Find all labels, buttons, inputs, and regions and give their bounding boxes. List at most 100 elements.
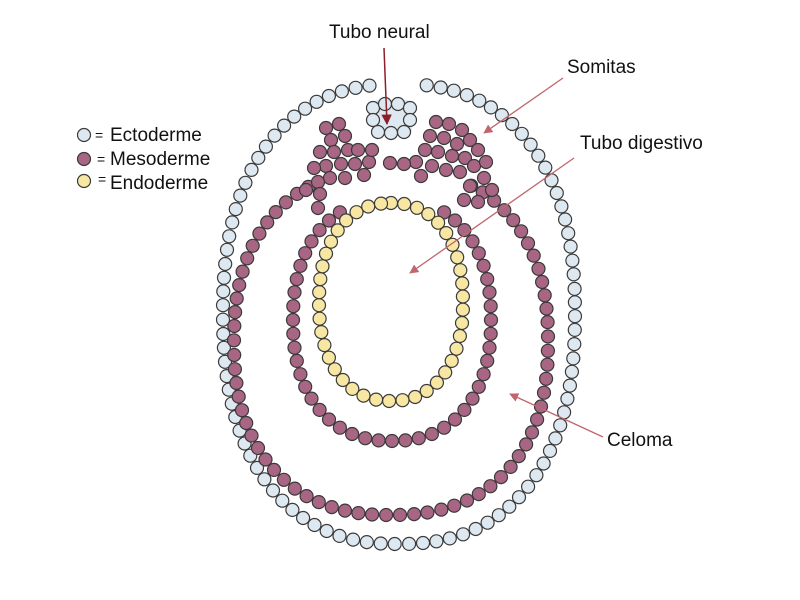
mesoderm-cell <box>226 333 242 348</box>
mesoderm-cell <box>529 412 545 427</box>
ectoderm-cell <box>387 536 402 552</box>
legend-item-ectoderm: = Ectoderme <box>76 125 202 146</box>
mesoderm-cell <box>483 312 499 328</box>
mesoderm-cell <box>437 420 452 435</box>
ectoderm-cell <box>267 128 282 143</box>
mesoderm-cell <box>276 472 291 487</box>
ectoderm-cell <box>346 532 361 547</box>
mesoderm-cell <box>234 403 250 418</box>
somite-cell <box>310 200 326 216</box>
ectoderm-cell <box>554 199 569 214</box>
ectoderm-cell <box>216 326 231 342</box>
label-coelom: Celoma <box>607 430 673 451</box>
ectoderm-cell <box>277 118 292 133</box>
endoderm-cell <box>323 234 339 249</box>
mesoderm-cell <box>482 285 497 300</box>
mesoderm-cell <box>311 495 326 510</box>
ectoderm-layer <box>215 78 583 552</box>
mesoderm-cell <box>268 205 283 220</box>
mesoderm-cell <box>540 329 556 344</box>
endoderm-cell <box>361 199 376 214</box>
somite-cell <box>462 178 478 194</box>
somite-cell <box>364 142 380 158</box>
somite-cell <box>457 150 473 166</box>
mesoderm-cell <box>235 264 250 279</box>
ectoderm-cell <box>216 340 231 355</box>
ectoderm-cell <box>429 534 444 549</box>
mesoderm-cell <box>321 412 337 427</box>
mesoderm-cell <box>266 462 282 477</box>
mesoderm-cell <box>239 415 254 431</box>
mesoderm-cell <box>447 412 463 427</box>
mesoderm-cell <box>345 426 360 442</box>
ectoderm-cell <box>249 460 265 475</box>
ectoderm-cell <box>219 242 235 257</box>
ectoderm-cell <box>309 94 324 109</box>
endoderm-cell <box>317 338 332 353</box>
mesoderm-cell <box>240 251 255 266</box>
endoderm-cell <box>318 246 334 261</box>
endoderm-cell <box>330 223 345 238</box>
mesoderm-cell <box>293 258 308 273</box>
mesoderm-cell <box>407 506 422 522</box>
endoderm-cell <box>382 393 397 409</box>
mesoderm-cell <box>258 452 273 467</box>
somite-cell <box>396 156 412 172</box>
ectoderm-cell <box>480 515 495 530</box>
mesoderm-inner-layer <box>285 205 499 449</box>
endoderm-cell <box>455 302 470 317</box>
endoderm-cell <box>444 353 459 368</box>
neural-tube-cell <box>396 124 412 140</box>
ectoderm-cell <box>567 337 582 352</box>
mesoderm-cell <box>511 449 526 464</box>
legend: = Ectoderme = Mesoderme = Endoderme <box>76 125 210 194</box>
endoderm-cell <box>454 315 470 331</box>
somite-cell <box>449 136 465 152</box>
legend-swatch-mesoderm <box>76 151 92 167</box>
mesoderm-cell <box>471 379 486 394</box>
endoderm-cell <box>312 285 327 300</box>
legend-swatch-ectoderm <box>76 127 92 143</box>
somite-cell <box>424 158 440 174</box>
endoderm-cell <box>409 200 425 215</box>
mesoderm-cell <box>260 215 275 230</box>
ectoderm-cell <box>523 137 538 152</box>
mesoderm-cell <box>289 353 304 368</box>
mesoderm-cell <box>447 498 462 513</box>
mesoderm-cell <box>465 391 480 406</box>
endoderm-cell <box>335 372 350 388</box>
ectoderm-cell <box>257 472 272 487</box>
label-somites: Somitas <box>567 57 636 78</box>
mesoderm-cell <box>229 291 244 306</box>
somite-cell <box>331 116 347 132</box>
somite-cell <box>444 148 460 164</box>
mesoderm-cell <box>434 502 449 517</box>
neural-tube <box>365 96 418 141</box>
mesoderm-cell <box>244 428 259 443</box>
somite-cell <box>318 158 334 174</box>
mesoderm-cell <box>531 261 546 276</box>
endoderm-cell <box>356 388 371 403</box>
ectoderm-cell <box>553 418 568 433</box>
somite-cell <box>322 170 338 186</box>
somite-cell <box>337 128 353 144</box>
neural-tube-cell <box>370 124 386 140</box>
mesoderm-cell <box>506 213 521 228</box>
ectoderm-cell <box>566 351 581 366</box>
legend-label-mesoderm: Mesoderme <box>110 149 210 170</box>
ectoderm-cell <box>472 93 487 108</box>
mesoderm-cell <box>483 299 498 314</box>
ectoderm-cell <box>563 239 578 254</box>
mesoderm-outer-layer <box>226 178 556 523</box>
ectoderm-cell <box>565 253 580 268</box>
mesoderm-cell <box>365 507 380 522</box>
ectoderm-cell <box>251 150 266 165</box>
ectoderm-cell <box>298 101 313 116</box>
label-neural-tube: Tubo neural <box>329 22 430 43</box>
mesoderm-cell <box>476 258 491 273</box>
legend-item-endoderm: = Endoderme <box>76 171 208 194</box>
mesoderm-cell <box>252 226 267 241</box>
endoderm-cell <box>321 350 336 365</box>
neural-tube-cell <box>390 96 406 112</box>
mesoderm-cell <box>457 402 472 417</box>
